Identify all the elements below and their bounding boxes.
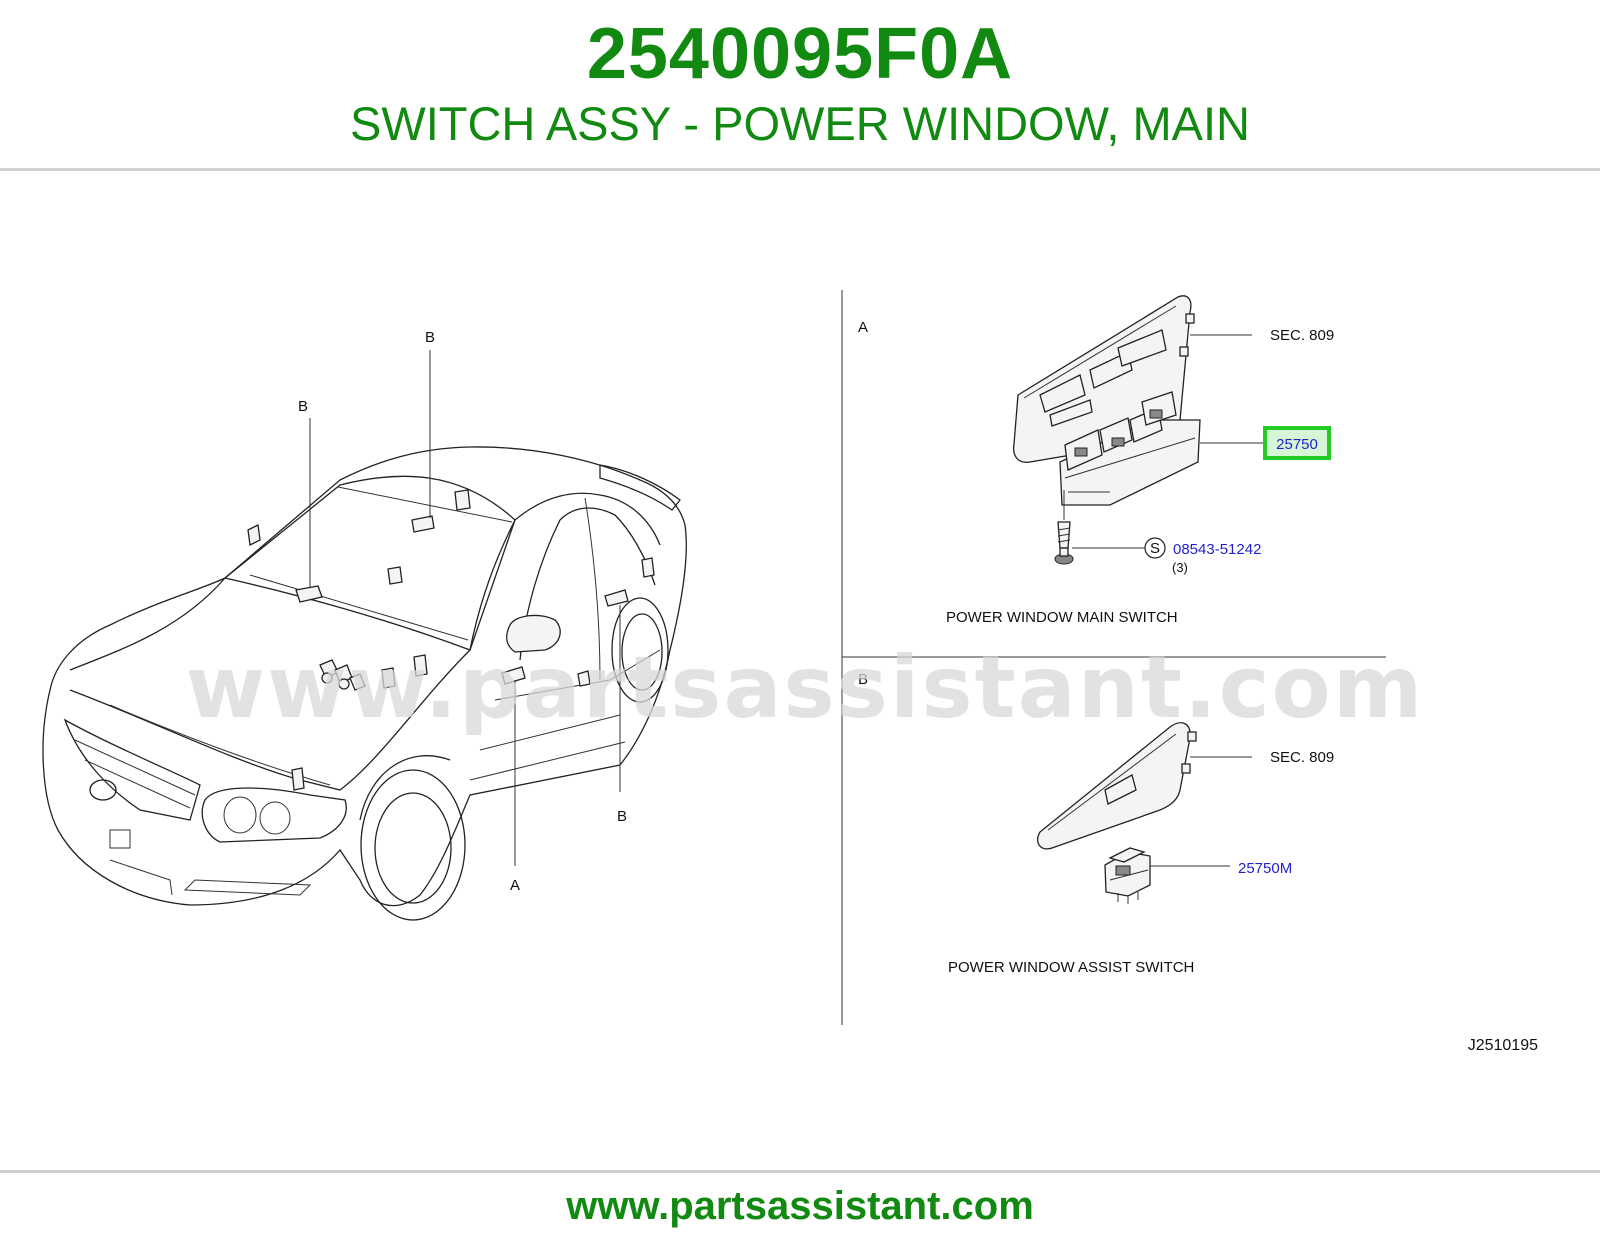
callout-b-left: B <box>298 398 308 415</box>
part-number-title: 2540095F0A <box>586 14 1014 94</box>
car-illustration <box>42 350 687 921</box>
screw <box>1054 490 1074 565</box>
header-divider <box>0 168 1600 171</box>
watermark: www.partsassistant.com <box>186 638 1425 738</box>
part-25750-link[interactable]: 25750 <box>1276 436 1318 453</box>
assist-switch-finisher <box>1037 722 1197 850</box>
drawing-id: J2510195 <box>1468 1037 1538 1054</box>
callout-b-right: B <box>617 808 627 825</box>
assist-switch-unit <box>1104 847 1151 904</box>
part-25750-highlight[interactable] <box>1263 426 1331 460</box>
main-switch-unit <box>1059 391 1201 506</box>
footer-site-link[interactable]: www.partsassistant.com <box>566 1184 1034 1228</box>
screw-symbol: S <box>1150 540 1160 557</box>
part-25750m-link[interactable]: 25750M <box>1238 860 1292 877</box>
callout-a: A <box>510 877 520 894</box>
section-b-sec-ref: SEC. 809 <box>1270 749 1334 766</box>
section-b-caption: POWER WINDOW ASSIST SWITCH <box>948 959 1194 976</box>
part-description: SWITCH ASSY - POWER WINDOW, MAIN <box>350 97 1250 150</box>
section-a-caption: POWER WINDOW MAIN SWITCH <box>946 609 1178 626</box>
callout-b-top: B <box>425 329 435 346</box>
footer-divider <box>0 1170 1600 1173</box>
section-a-sec-ref: SEC. 809 <box>1270 327 1334 344</box>
screw-quantity: (3) <box>1172 560 1188 575</box>
section-b-label: B <box>858 671 868 688</box>
part-08543-51242-link[interactable]: 08543-51242 <box>1173 541 1261 558</box>
header: 2540095F0A SWITCH ASSY - POWER WINDOW, M… <box>0 0 1600 170</box>
section-a-label: A <box>858 319 868 336</box>
